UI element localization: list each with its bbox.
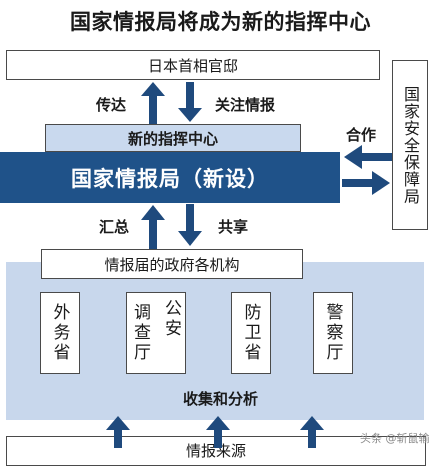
arrow-up-bottom-2 bbox=[206, 416, 230, 448]
flow-arrows bbox=[106, 82, 392, 448]
collect-analyze-label: 收集和分析 bbox=[182, 390, 258, 408]
arrow-up-bottom-3 bbox=[300, 416, 324, 448]
watermark: 头条 @斩鼠输 bbox=[360, 432, 430, 445]
share-label: 共享 bbox=[218, 218, 249, 236]
new-command-center-label: 新的指挥中心 bbox=[127, 129, 218, 148]
ministry-defense: 防卫省 bbox=[231, 292, 271, 374]
ministry-public-security-label-2: 公安 bbox=[161, 299, 181, 339]
government-agencies-label: 情报届的政府各机构 bbox=[104, 255, 240, 274]
government-agencies-box: 情报届的政府各机构 bbox=[41, 249, 303, 279]
relay-label: 传达 bbox=[96, 96, 127, 114]
new-command-center-box: 新的指挥中心 bbox=[45, 124, 301, 152]
national-security-bureau-label: 国家安全保障局 bbox=[401, 85, 420, 205]
national-intelligence-bureau-label: 国家情报局（新设） bbox=[71, 166, 269, 191]
cooperate-label: 合作 bbox=[346, 126, 377, 144]
pm-office-box: 日本首相官邸 bbox=[6, 50, 380, 80]
ministry-foreign-affairs-label: 外务省 bbox=[49, 303, 70, 363]
police-agency: 警察厅 bbox=[313, 292, 353, 374]
arrow-up-top bbox=[141, 82, 165, 124]
police-agency-label: 警察厅 bbox=[322, 303, 343, 363]
diagram-title: 国家情报局将成为新的指挥中心 bbox=[70, 10, 371, 34]
aggregate-label: 汇总 bbox=[99, 218, 130, 236]
arrow-right-cooperate bbox=[342, 171, 390, 195]
arrow-down-mid bbox=[178, 204, 202, 246]
arrow-up-bottom-1 bbox=[106, 416, 130, 448]
ministry-foreign-affairs: 外务省 bbox=[40, 292, 80, 374]
national-security-bureau-box: 国家安全保障局 bbox=[392, 60, 428, 230]
arrow-left-cooperate bbox=[344, 145, 392, 169]
ministry-public-security-label-1: 调查厅 bbox=[130, 303, 150, 363]
pm-office-label: 日本首相官邸 bbox=[147, 56, 238, 75]
ministry-defense-label: 防卫省 bbox=[240, 303, 261, 363]
arrow-up-mid bbox=[141, 205, 165, 249]
ministry-public-security: 调查厅 公安 bbox=[126, 292, 186, 374]
arrow-down-top bbox=[178, 82, 202, 122]
focus-intel-label: 关注情报 bbox=[215, 96, 276, 114]
national-intelligence-bureau-band: 国家情报局（新设） bbox=[0, 152, 340, 203]
